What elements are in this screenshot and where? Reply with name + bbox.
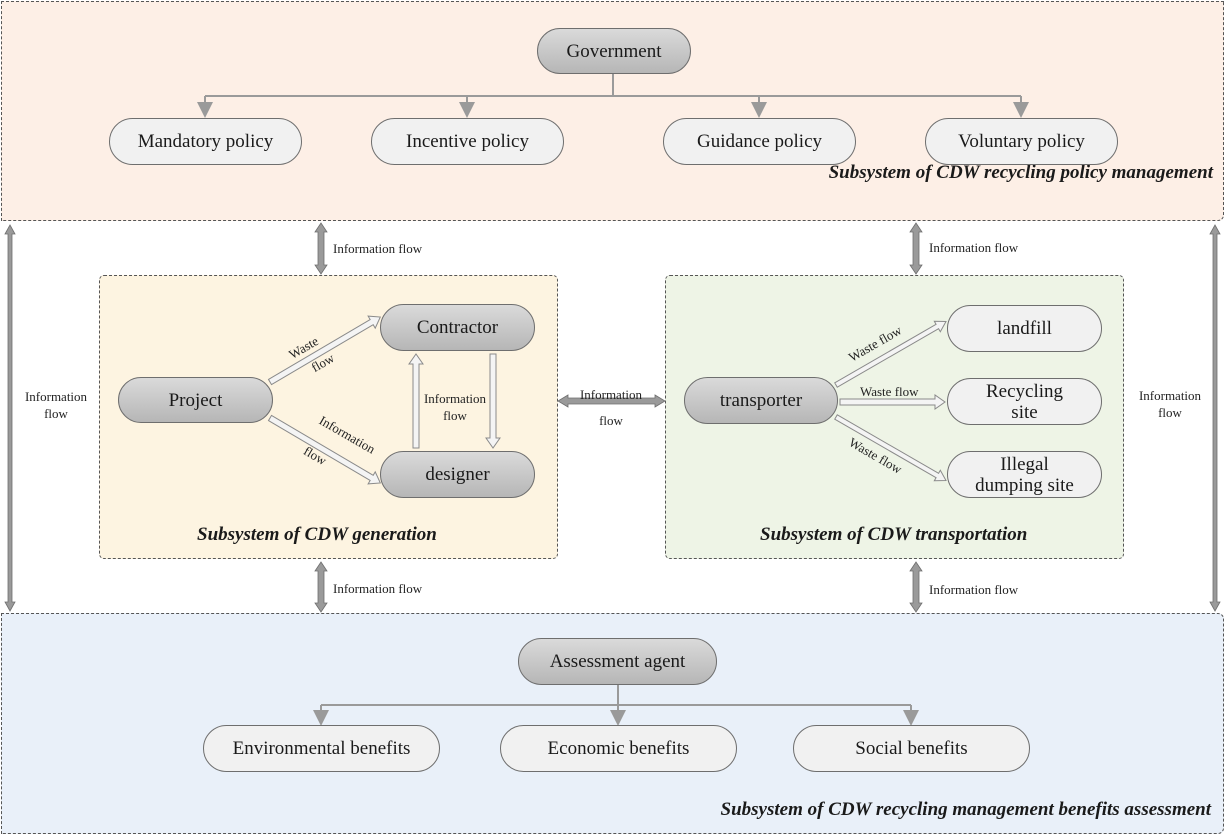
transportation-subsystem-title: Subsystem of CDW transportation	[760, 524, 1028, 545]
voluntary-policy-node: Voluntary policy	[925, 118, 1118, 165]
contractor-node: Contractor	[380, 304, 535, 351]
generation-assessment-label: Information flow	[333, 581, 423, 596]
policy-generation-label: Information flow	[333, 241, 423, 256]
policy-transportation-arrow	[909, 222, 923, 275]
policy-generation-arrow	[314, 222, 328, 275]
transportation-assessment-arrow	[909, 561, 923, 613]
guidance-policy-node: Guidance policy	[663, 118, 856, 165]
to-recycling-label: Waste flow	[860, 384, 919, 399]
recycling-site-node: Recycling site	[947, 378, 1102, 425]
left-outer-arrow	[4, 224, 16, 612]
economic-benefits-node: Economic benefits	[500, 725, 737, 772]
transporter-node: transporter	[684, 377, 838, 424]
environmental-benefits-node: Environmental benefits	[203, 725, 440, 772]
landfill-node: landfill	[947, 305, 1102, 352]
right-outer-label-line1: Information	[1138, 388, 1202, 403]
generation-subsystem-title: Subsystem of CDW generation	[197, 524, 437, 545]
illegal-dumping-site-node: Illegal dumping site	[947, 451, 1102, 498]
transportation-assessment-label: Information flow	[929, 582, 1019, 597]
right-outer-arrow	[1209, 224, 1221, 612]
illegal-dumping-line2: dumping site	[975, 474, 1074, 496]
assessment-subsystem-title: Subsystem of CDW recycling management be…	[720, 799, 1211, 820]
contractor-designer-label-line2: flow	[443, 408, 467, 423]
illegal-dumping-line1: Illegal	[1000, 453, 1049, 475]
mandatory-policy-node: Mandatory policy	[109, 118, 302, 165]
left-outer-label-line1: Information	[24, 389, 88, 404]
right-outer-label-line2: flow	[1158, 405, 1182, 420]
generation-transportation-label-line1: Information	[579, 387, 643, 402]
recycling-site-line2: site	[1011, 401, 1038, 423]
designer-node: designer	[380, 451, 535, 498]
project-node: Project	[118, 377, 273, 423]
contractor-designer-label-line1: Information	[423, 391, 487, 406]
social-benefits-node: Social benefits	[793, 725, 1030, 772]
recycling-site-line1: Recycling	[985, 380, 1064, 402]
assessment-agent-node: Assessment agent	[518, 638, 717, 685]
government-node: Government	[537, 28, 691, 74]
incentive-policy-node: Incentive policy	[371, 118, 564, 165]
policy-subsystem-title: Subsystem of CDW recycling policy manage…	[828, 162, 1213, 183]
generation-assessment-arrow	[314, 561, 328, 613]
left-outer-label-line2: flow	[44, 406, 68, 421]
generation-transportation-label-line2: flow	[599, 413, 623, 428]
policy-transportation-label: Information flow	[929, 240, 1019, 255]
